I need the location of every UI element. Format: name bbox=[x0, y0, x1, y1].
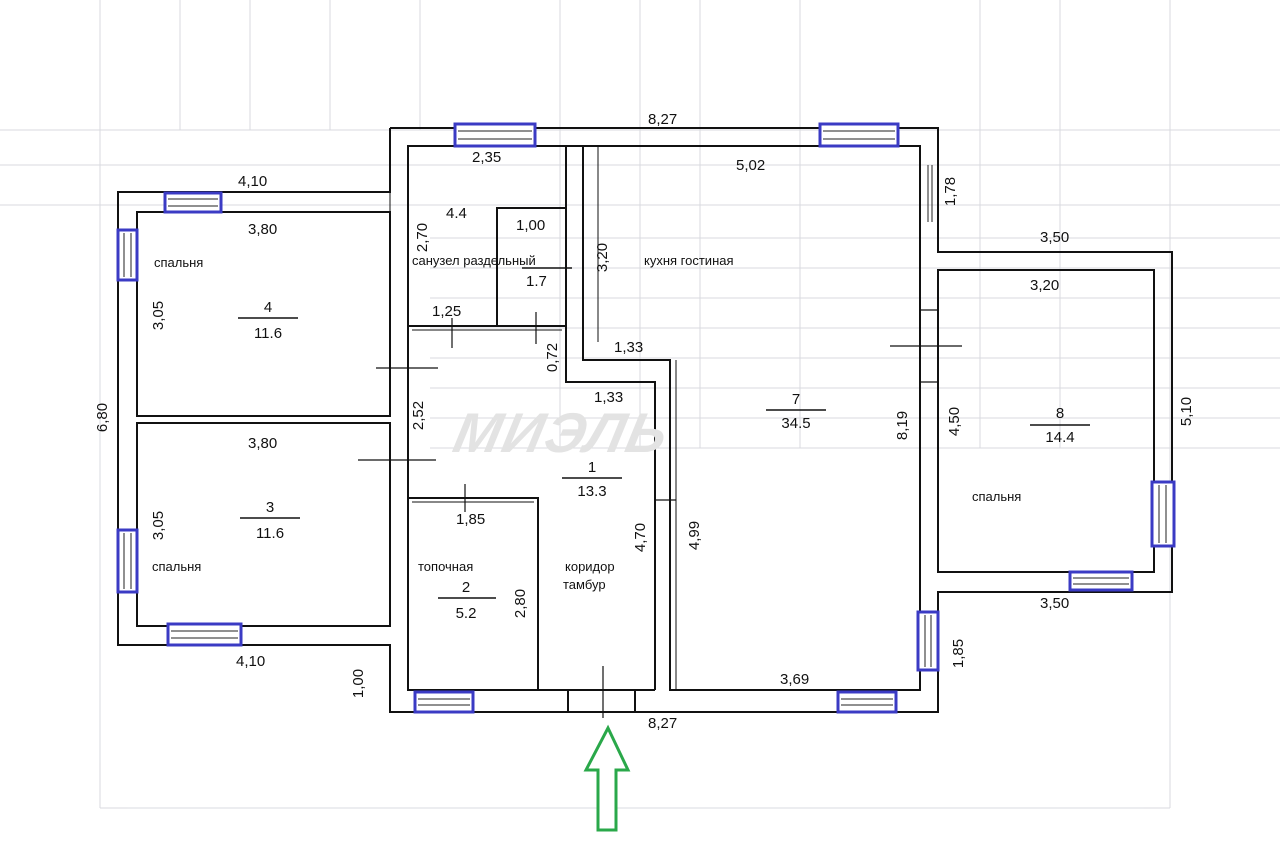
room-bed8-name: спальня bbox=[972, 489, 1022, 504]
entry-arrow bbox=[583, 724, 631, 832]
room-bath-name: санузел раздельный bbox=[412, 253, 536, 268]
window-top-right bbox=[818, 122, 900, 148]
room-boiler-area: 5.2 bbox=[455, 605, 477, 622]
dim-bed3-w: 3,80 bbox=[248, 435, 278, 452]
window-bed4-left bbox=[116, 228, 139, 282]
room-boiler-name: топочная bbox=[418, 559, 474, 574]
dim-kitchen-top-h: 3,20 bbox=[594, 242, 612, 273]
dim-kitchen-step2: 1,33 bbox=[594, 389, 624, 406]
room-bath-area-small: 4.4 bbox=[446, 205, 467, 222]
dim-hall-small: 1,25 bbox=[432, 303, 462, 320]
room-corridor-line2: тамбур bbox=[563, 577, 606, 592]
dim-left-height: 6,80 bbox=[94, 402, 112, 433]
window-bed3-bottom bbox=[166, 622, 243, 647]
window-kitchen-right bbox=[916, 610, 940, 672]
windows bbox=[116, 122, 1176, 714]
room-boiler-number: 2 bbox=[461, 579, 471, 596]
dim-bed4-h: 3,05 bbox=[150, 300, 168, 331]
dim-kitchen-width: 5,02 bbox=[736, 157, 766, 174]
dim-right-h: 4,50 bbox=[946, 406, 964, 437]
room-bed4-name: спальня bbox=[154, 255, 204, 270]
dim-kitchen-step1: 1,33 bbox=[614, 339, 644, 356]
area-bars bbox=[238, 267, 1090, 599]
dim-right-outer-h: 5,10 bbox=[1178, 396, 1196, 427]
dim-boiler-h: 2,80 bbox=[512, 588, 530, 619]
dim-right-inner: 3,20 bbox=[1030, 277, 1060, 294]
dim-right-notch: 1,78 bbox=[942, 176, 960, 207]
window-bed4-top bbox=[163, 191, 223, 214]
room-kitchen-number: 7 bbox=[791, 391, 801, 408]
room-kitchen-name: кухня гостиная bbox=[644, 253, 734, 268]
room-corridor-area: 13.3 bbox=[577, 483, 607, 500]
room-bed3-number: 3 bbox=[265, 499, 275, 516]
room-corridor-line1: коридор bbox=[565, 559, 615, 574]
room-kitchen-area: 34.5 bbox=[781, 415, 811, 432]
dim-kitchen-height: 8,19 bbox=[894, 410, 912, 441]
dim-right-lower-notch: 1,85 bbox=[950, 638, 968, 669]
window-top-left bbox=[453, 122, 537, 148]
dim-right-top: 3,50 bbox=[1040, 229, 1070, 246]
dim-top-total: 8,27 bbox=[648, 111, 678, 128]
watermark: МИЭЛЬ bbox=[448, 401, 676, 464]
room-bed4-area: 11.6 bbox=[253, 325, 283, 342]
window-panes bbox=[123, 130, 1167, 706]
dim-bath-width: 2,35 bbox=[472, 149, 502, 166]
background-grid bbox=[0, 0, 1280, 809]
dim-corridor-h: 4,70 bbox=[632, 522, 650, 553]
window-right-side bbox=[1150, 480, 1176, 548]
dim-hall-w: 2,52 bbox=[410, 400, 428, 431]
room-bed8-area: 14.4 bbox=[1045, 429, 1075, 446]
dim-bed4-w: 3,80 bbox=[248, 221, 278, 238]
room-bed3-area: 11.6 bbox=[255, 525, 285, 542]
dim-right-bottom: 3,50 bbox=[1040, 595, 1070, 612]
dim-boiler-w: 1,85 bbox=[456, 511, 486, 528]
dim-bottom-total: 8,27 bbox=[648, 715, 678, 732]
dim-bath-height: 2,70 bbox=[414, 222, 432, 253]
room-wc-area: 1.7 bbox=[526, 273, 547, 290]
room-bed4-number: 4 bbox=[263, 299, 273, 316]
window-right-bottom bbox=[1068, 570, 1134, 592]
dim-wc-depth: 0,72 bbox=[544, 342, 562, 373]
room-bed3-name: спальня bbox=[152, 559, 202, 574]
room-corridor-number: 1 bbox=[587, 459, 597, 476]
dim-entry-h: 1,00 bbox=[350, 668, 368, 699]
room-bed8-number: 8 bbox=[1055, 405, 1065, 422]
dim-wc-width: 1,00 bbox=[516, 217, 546, 234]
door-marks bbox=[358, 309, 962, 718]
window-boiler-bottom bbox=[413, 690, 475, 714]
window-bed3-left bbox=[116, 528, 139, 594]
dim-kitchen-lower: 4,99 bbox=[686, 520, 704, 551]
dim-kitchen-bottom: 3,69 bbox=[780, 671, 810, 688]
interior-walls bbox=[136, 145, 1155, 713]
dim-left-top: 4,10 bbox=[238, 173, 268, 190]
dim-left-bottom: 4,10 bbox=[236, 653, 266, 670]
window-kitchen-bottom bbox=[836, 690, 898, 714]
dim-bed3-h: 3,05 bbox=[150, 510, 168, 541]
